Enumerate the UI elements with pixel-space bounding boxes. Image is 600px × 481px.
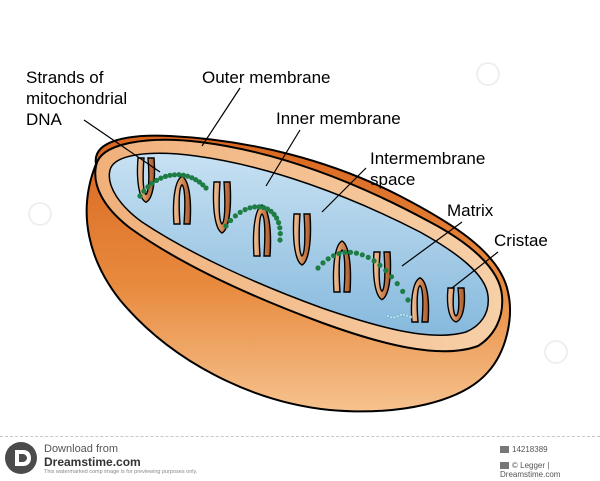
dna-bead	[228, 217, 234, 224]
dna-bead	[400, 288, 406, 294]
dna-bead	[200, 182, 206, 188]
leader-cristae	[451, 251, 499, 289]
label-outer-membrane: Outer membrane	[202, 68, 331, 87]
dna-bead	[394, 281, 400, 287]
dna-bead	[371, 258, 377, 264]
dna-bead	[167, 172, 173, 178]
watermark-notice: This watermarked comp image is for previ…	[44, 469, 198, 475]
credit-row: © Legger | Dreamstime.com	[500, 461, 600, 479]
label-intermembrane-space: Intermembrane space	[370, 149, 486, 189]
label-inner-membrane: Inner membrane	[276, 109, 401, 128]
leader-lines	[83, 87, 499, 289]
dna-bead	[342, 249, 348, 256]
label-matrix: Matrix	[447, 201, 494, 220]
dna-bead	[331, 253, 337, 259]
dna-bead	[359, 252, 365, 258]
dna-bead	[242, 207, 248, 213]
leader-matrix	[401, 221, 463, 267]
dna-bead	[158, 175, 164, 181]
dna-bead	[377, 262, 383, 268]
crista-fold	[372, 251, 392, 301]
dna-bead	[153, 177, 160, 183]
dna-bead	[252, 204, 258, 210]
dna-bead	[162, 173, 169, 179]
ribosome-dot	[395, 314, 400, 319]
leader-inter	[321, 167, 367, 213]
dna-bead	[193, 177, 199, 183]
dna-bead	[171, 172, 178, 178]
dna-bead	[325, 256, 331, 262]
dna-bead	[137, 193, 143, 199]
dna-bead	[223, 223, 229, 229]
dna-bead	[256, 204, 262, 210]
leader-dna	[83, 119, 161, 173]
dna-bead	[145, 184, 151, 190]
dna-bead	[149, 180, 155, 186]
ribosome-dot	[389, 315, 394, 320]
ribosome-dot	[392, 315, 397, 320]
dna-bead	[180, 172, 186, 178]
dna-bead	[383, 267, 389, 274]
dna-bead	[247, 205, 253, 211]
dna-bead	[277, 231, 283, 237]
site-link[interactable]: Dreamstime.com	[44, 455, 141, 469]
crista-fold	[252, 204, 272, 257]
image-id-icon	[500, 446, 509, 453]
crista-fold	[292, 213, 312, 266]
credit-text[interactable]: © Legger | Dreamstime.com	[500, 461, 561, 479]
crista-fold	[410, 277, 430, 323]
leader-outer	[201, 87, 241, 147]
dna-bead	[189, 175, 195, 181]
dna-bead	[232, 213, 238, 219]
ribosome-dot	[398, 313, 403, 317]
dna-bead	[274, 215, 280, 221]
dna-bead	[320, 260, 326, 266]
dna-bead	[277, 225, 283, 231]
dna-strands	[137, 172, 411, 303]
dna-bead	[141, 188, 147, 194]
dna-bead	[185, 173, 191, 179]
dna-bead	[276, 220, 282, 226]
crista-fold	[212, 181, 232, 234]
dna-bead	[237, 209, 243, 215]
dna-bead	[388, 274, 395, 280]
label-cristae: Cristae	[494, 231, 548, 250]
crista-fold	[446, 287, 466, 323]
dna-bead	[260, 204, 267, 211]
dna-bead	[365, 254, 371, 260]
image-id-row: 14218389	[500, 445, 548, 454]
photographer-icon	[500, 462, 509, 469]
ribosome-dot	[402, 312, 406, 317]
leader-inner	[265, 129, 301, 187]
download-from-text: Download from	[44, 443, 118, 455]
ribosome-dot	[405, 313, 410, 318]
dreamstime-logo-icon[interactable]	[5, 442, 37, 474]
label-dna-strands: Strands of mitochondrial DNA	[26, 68, 128, 129]
mitochondrion-diagram	[28, 62, 568, 413]
dna-bead	[315, 265, 321, 271]
dna-bead	[271, 211, 277, 217]
cristae-group	[136, 157, 466, 323]
crista-fold	[172, 175, 192, 225]
ribosome-dot	[408, 315, 413, 319]
dna-bead	[347, 249, 354, 255]
stock-footer: Download from Dreamstime.com This waterm…	[0, 436, 600, 481]
dna-bead	[176, 172, 182, 178]
dna-bead	[277, 237, 283, 243]
dna-bead	[353, 250, 359, 256]
image-id: 14218389	[512, 445, 548, 454]
dna-bead	[405, 297, 411, 303]
ribosome-dot	[386, 314, 390, 318]
diagram-stage: Strands of mitochondrial DNA Outer membr…	[26, 62, 568, 413]
ribosomes	[386, 312, 413, 320]
dna-bead	[203, 185, 209, 191]
dna-bead	[336, 251, 342, 257]
